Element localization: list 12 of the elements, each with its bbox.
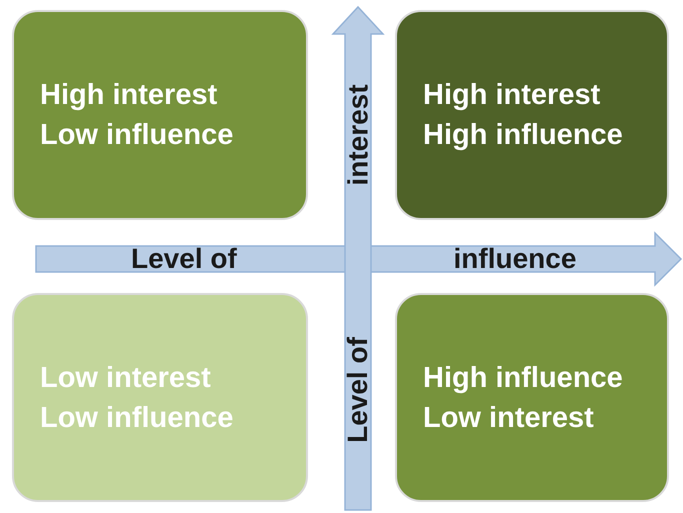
quadrant-label: Low interest Low influence [40, 360, 234, 436]
axis-label: interest [343, 84, 374, 186]
quadrant-box [12, 10, 308, 220]
axis-label: Level of [131, 244, 237, 274]
axis-label: influence [454, 244, 576, 274]
quadrant-box [395, 293, 669, 502]
quadrant-box [395, 10, 669, 220]
quadrant-box [12, 293, 308, 502]
axis-label: Level of [342, 337, 373, 443]
quadrant-label: High influence Low interest [423, 360, 624, 436]
quadrant-label: High interest Low influence [40, 78, 234, 153]
quadrant-label: High interest High influence [423, 78, 624, 153]
